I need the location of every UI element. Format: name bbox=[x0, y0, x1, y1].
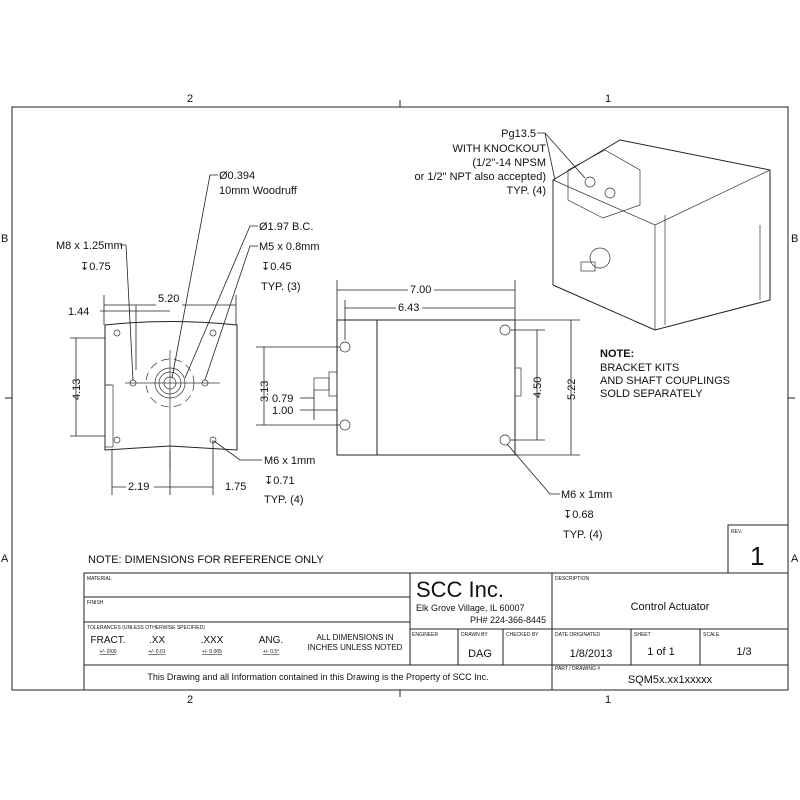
scale-label: SCALE bbox=[703, 632, 720, 638]
zone-right-a: A bbox=[791, 553, 799, 565]
company-name: SCC Inc. bbox=[416, 577, 504, 602]
callout-shaft-dia: Ø0.394 bbox=[219, 170, 255, 182]
callout-m5-typ: TYP. (3) bbox=[261, 281, 301, 293]
date-value: 1/8/2013 bbox=[570, 648, 613, 660]
callout-npt: or 1/2" NPT also accepted) bbox=[415, 171, 547, 183]
description-label: DESCRIPTION bbox=[555, 576, 590, 582]
company-phone: PH# 224-366-8445 bbox=[470, 615, 546, 625]
callout-side-depth: ↧0.68 bbox=[563, 509, 594, 521]
tol-xx: .XX bbox=[149, 635, 165, 646]
sheet-label: SHEET bbox=[634, 632, 651, 638]
dim-height-side: 5.22 bbox=[566, 379, 578, 400]
company-address: Elk Grove Village, IL 60007 bbox=[416, 603, 525, 613]
date-label: DATE ORIGINATED bbox=[555, 632, 600, 638]
revision-box: REV. 1 bbox=[727, 524, 789, 574]
note-line: BRACKET KITS bbox=[600, 362, 679, 374]
callout-knockout: WITH KNOCKOUT bbox=[453, 143, 547, 155]
dim-shaft-a: 0.79 bbox=[272, 393, 293, 405]
engineer-label: ENGINEER bbox=[412, 632, 439, 638]
description-value: Control Actuator bbox=[631, 601, 710, 613]
tol-fract: FRACT. bbox=[91, 635, 126, 646]
callout-bc: Ø1.97 B.C. bbox=[259, 221, 313, 233]
callout-m8-depth: ↧0.75 bbox=[80, 261, 111, 273]
part-label: PART / DRAWING # bbox=[555, 666, 600, 672]
callout-m6-typ: TYP. (4) bbox=[264, 494, 304, 506]
dim-bottom-left: 2.19 bbox=[128, 481, 149, 493]
finish-label: FINISH bbox=[87, 600, 104, 606]
dim-length-body: 6.43 bbox=[398, 302, 419, 314]
callout-side-typ: TYP. (4) bbox=[563, 529, 603, 541]
zone-left-a: A bbox=[1, 553, 9, 565]
drawn-by-value: DAG bbox=[468, 648, 492, 660]
front-view: 5.20 1.44 4.13 2.19 1.75 Ø0.394 10mm Woo… bbox=[56, 170, 320, 506]
tol-xxx: .XXX bbox=[201, 635, 224, 646]
scale-value: 1/3 bbox=[736, 646, 751, 658]
callout-m6: M6 x 1mm bbox=[264, 455, 315, 467]
note-line: AND SHAFT COUPLINGS bbox=[600, 375, 730, 387]
callout-side-m6: M6 x 1mm bbox=[561, 489, 612, 501]
drawn-by-label: DRAWN BY bbox=[461, 632, 488, 638]
units-note: ALL DIMENSIONS IN bbox=[316, 633, 393, 642]
reference-note: NOTE: DIMENSIONS FOR REFERENCE ONLY bbox=[88, 554, 324, 566]
callout-m6-depth: ↧0.71 bbox=[264, 475, 295, 487]
dim-height: 4.13 bbox=[71, 379, 83, 400]
tol-ang-value: +/- 0.5° bbox=[263, 649, 279, 655]
tol-xx-value: +/- 0.01 bbox=[148, 649, 165, 655]
note-line: SOLD SEPARATELY bbox=[600, 388, 703, 400]
sheet-value: 1 of 1 bbox=[647, 646, 675, 658]
property-note: This Drawing and all Information contain… bbox=[147, 672, 488, 682]
tolerances-label: TOLERANCES (UNLESS OTHERWISE SPECIFIED) bbox=[87, 625, 205, 631]
callout-m8: M8 x 1.25mm bbox=[56, 240, 123, 252]
note-bracket: NOTE: BRACKET KITS AND SHAFT COUPLINGS S… bbox=[600, 348, 730, 400]
note-title: NOTE: bbox=[600, 348, 634, 360]
zone-bottom-2: 2 bbox=[187, 694, 193, 706]
zone-top-1: 1 bbox=[605, 93, 611, 105]
material-label: MATERIAL bbox=[87, 576, 112, 582]
dim-shaft-b: 1.00 bbox=[272, 405, 293, 417]
title-block: MATERIAL FINISH TOLERANCES (UNLESS OTHER… bbox=[83, 572, 789, 691]
callout-m5: M5 x 0.8mm bbox=[259, 241, 320, 253]
rev-label: REV. bbox=[731, 529, 742, 535]
callout-pg: Pg13.5 bbox=[501, 128, 536, 140]
checked-by-label: CHECKED BY bbox=[506, 632, 539, 638]
callout-m5-depth: ↧0.45 bbox=[261, 261, 292, 273]
dim-shaft-height: 3.13 bbox=[259, 381, 271, 402]
callout-iso-typ: TYP. (4) bbox=[506, 185, 546, 197]
zone-top-2: 2 bbox=[187, 93, 193, 105]
dim-hole-spacing: 4.50 bbox=[532, 377, 544, 398]
callout-npsm: (1/2"-14 NPSM bbox=[472, 157, 546, 169]
units-note: INCHES UNLESS NOTED bbox=[308, 643, 403, 652]
dim-offset-top: 1.44 bbox=[68, 306, 89, 318]
zone-right-b: B bbox=[791, 233, 798, 245]
dim-width: 5.20 bbox=[158, 293, 179, 305]
rev-value: 1 bbox=[750, 541, 764, 571]
dim-bottom-right: 1.75 bbox=[225, 481, 246, 493]
tol-xxx-value: +/- 0.005 bbox=[202, 649, 222, 655]
dim-length-total: 7.00 bbox=[410, 284, 431, 296]
tol-ang: ANG. bbox=[259, 635, 283, 646]
tol-fract-value: +/- 0/00 bbox=[99, 649, 116, 655]
isometric-view: Pg13.5 WITH KNOCKOUT (1/2"-14 NPSM or 1/… bbox=[415, 128, 771, 331]
callout-woodruff: 10mm Woodruff bbox=[219, 185, 298, 197]
zone-bottom-1: 1 bbox=[605, 694, 611, 706]
part-number: SQM5x.xx1xxxxx bbox=[628, 674, 713, 686]
zone-left-b: B bbox=[1, 233, 8, 245]
side-view: 7.00 6.43 3.13 0.79 1.00 4.50 5.22 M6 x … bbox=[256, 280, 612, 541]
